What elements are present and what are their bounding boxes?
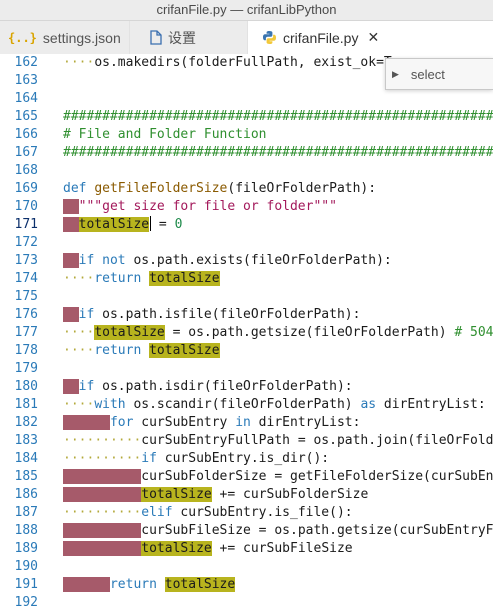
code-line: 173 if not os.path.exists(fileOrFolderPa… bbox=[0, 252, 493, 270]
close-icon[interactable]: ✕ bbox=[367, 29, 380, 45]
line-number: 178 bbox=[14, 343, 38, 358]
tab-bar: {..} settings.json 设置 crifanFile.py ✕ bbox=[0, 21, 493, 54]
code-line: 178····return totalSize bbox=[0, 342, 493, 360]
line-number: 192 bbox=[14, 595, 38, 610]
code-line: 170 """get size for file or folder""" bbox=[0, 198, 493, 216]
line-number: 166 bbox=[14, 127, 38, 142]
line-number: 183 bbox=[14, 433, 38, 448]
window-title: crifanFile.py — crifanLibPython bbox=[0, 0, 493, 21]
code-line: 162····os.makedirs(folderFullPath, exist… bbox=[0, 54, 493, 72]
line-number: 182 bbox=[14, 415, 38, 430]
code-line: 180 if os.path.isdir(fileOrFolderPath): bbox=[0, 378, 493, 396]
code-line: 177····totalSize = os.path.getsize(fileO… bbox=[0, 324, 493, 342]
line-number: 188 bbox=[14, 523, 38, 538]
line-number: 162 bbox=[14, 55, 38, 70]
tab-label: settings.json bbox=[42, 29, 121, 46]
tab-settings-json[interactable]: {..} settings.json bbox=[0, 21, 130, 54]
line-number: 177 bbox=[14, 325, 38, 340]
code-line: 188 curSubFileSize = os.path.getsize(cur… bbox=[0, 522, 493, 540]
document-icon bbox=[150, 30, 162, 45]
line-number: 176 bbox=[14, 307, 38, 322]
line-number: 181 bbox=[14, 397, 38, 412]
line-number: 172 bbox=[14, 235, 38, 250]
code-line: 164 bbox=[0, 90, 493, 108]
code-line: 183··········curSubEntryFullPath = os.pa… bbox=[0, 432, 493, 450]
code-editor[interactable]: 162····os.makedirs(folderFullPath, exist… bbox=[0, 54, 493, 614]
tab-crifanfile-py[interactable]: crifanFile.py ✕ bbox=[248, 21, 493, 54]
line-number: 179 bbox=[14, 361, 38, 376]
line-number: 184 bbox=[14, 451, 38, 466]
line-number: 167 bbox=[14, 145, 38, 160]
code-line: 185 curSubFolderSize = getFileFolderSize… bbox=[0, 468, 493, 486]
code-line: 189 totalSize += curSubFileSize bbox=[0, 540, 493, 558]
line-number: 185 bbox=[14, 469, 38, 484]
line-number: 168 bbox=[14, 163, 38, 178]
line-number: 170 bbox=[14, 199, 38, 214]
line-number: 164 bbox=[14, 91, 38, 106]
suggest-select-label: select bbox=[410, 66, 445, 82]
code-line: 168 bbox=[0, 162, 493, 180]
line-number: 165 bbox=[14, 109, 38, 124]
code-line: 184··········if curSubEntry.is_dir(): bbox=[0, 450, 493, 468]
code-line: 172 bbox=[0, 234, 493, 252]
line-number: 174 bbox=[14, 271, 38, 286]
code-line: 166# File and Folder Function bbox=[0, 126, 493, 144]
line-number: 171 bbox=[14, 217, 38, 232]
json-braces-icon: {..} bbox=[8, 30, 37, 45]
code-line: 171 totalSize = 0 bbox=[0, 216, 493, 234]
code-line: 165#####################################… bbox=[0, 108, 493, 126]
line-number: 173 bbox=[14, 253, 38, 268]
code-line: 167#####################################… bbox=[0, 144, 493, 162]
code-line: 163 bbox=[0, 72, 493, 90]
line-number: 163 bbox=[14, 73, 38, 88]
tab-settings[interactable]: 设置 bbox=[130, 21, 248, 54]
line-number: 190 bbox=[14, 559, 38, 574]
code-line: 174····return totalSize bbox=[0, 270, 493, 288]
code-line: 182 for curSubEntry in dirEntryList: bbox=[0, 414, 493, 432]
code-line: 175 bbox=[0, 288, 493, 306]
tab-label: 设置 bbox=[168, 29, 196, 46]
code-line: 179 bbox=[0, 360, 493, 378]
code-line: 176 if os.path.isfile(fileOrFolderPath): bbox=[0, 306, 493, 324]
code-line: 181····with os.scandir(fileOrFolderPath)… bbox=[0, 396, 493, 414]
line-number: 187 bbox=[14, 505, 38, 520]
line-number: 186 bbox=[14, 487, 38, 502]
text-cursor bbox=[150, 216, 152, 231]
python-icon bbox=[262, 30, 277, 45]
code-line: 191 return totalSize bbox=[0, 576, 493, 594]
line-number: 191 bbox=[14, 577, 38, 592]
code-line: 192 bbox=[0, 594, 493, 612]
line-number: 169 bbox=[14, 181, 38, 196]
code-line: 186 totalSize += curSubFolderSize bbox=[0, 486, 493, 504]
line-number: 189 bbox=[14, 541, 38, 556]
suggest-widget[interactable]: ▶ select bbox=[385, 58, 493, 90]
tab-label: crifanFile.py bbox=[283, 29, 359, 46]
code-line: 187··········elif curSubEntry.is_file(): bbox=[0, 504, 493, 522]
line-number: 180 bbox=[14, 379, 38, 394]
code-line: 190 bbox=[0, 558, 493, 576]
line-number: 175 bbox=[14, 289, 38, 304]
chevron-right-icon[interactable]: ▶ bbox=[392, 68, 399, 79]
